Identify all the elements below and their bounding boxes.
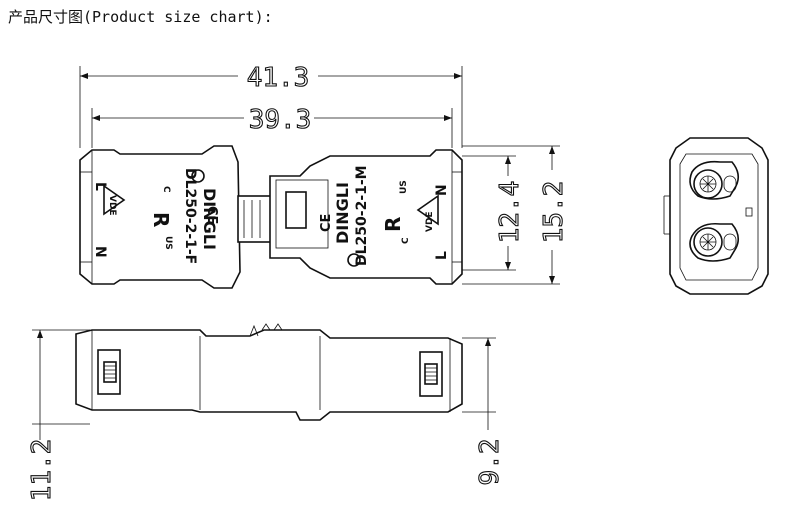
polarization-key xyxy=(745,207,753,217)
end-view xyxy=(663,137,769,295)
ul-mark: R xyxy=(149,212,173,227)
us-mark: US xyxy=(163,236,173,250)
dingli-logo-icon xyxy=(347,253,361,267)
pin-label-l: L xyxy=(434,251,450,260)
contact-cavity xyxy=(689,222,740,262)
latch-slot xyxy=(285,191,307,229)
dim-body-length: 39.3 xyxy=(249,105,312,135)
dim-overall-length: 41.3 xyxy=(247,63,310,93)
c-mark: C xyxy=(401,237,411,244)
dim-inner-height: 12.4 xyxy=(495,181,525,244)
dingli-logo-icon xyxy=(191,169,205,183)
c-mark: C xyxy=(161,186,171,193)
side-view-housing xyxy=(75,329,463,421)
model-male: DL250-2-1-M xyxy=(354,165,370,266)
top-view: L N VDE DL250-2-1-F DINGLI CE R C US L N… xyxy=(79,62,570,289)
pin-label-l: L xyxy=(92,182,108,191)
brand-female: DINGLI xyxy=(200,188,219,250)
dim-side-left-height: 11.2 xyxy=(27,439,57,502)
pin-n-contact xyxy=(693,227,723,257)
brand-male: DINGLI xyxy=(333,182,352,244)
pin-l-contact xyxy=(693,169,723,199)
vde-mark: VDE xyxy=(107,195,117,216)
latch-window-right xyxy=(419,351,443,397)
dim-side-right-height: 9.2 xyxy=(475,439,505,486)
vde-triangle xyxy=(416,194,439,226)
dim-outer-height: 15.2 xyxy=(539,181,569,244)
latch-window-left xyxy=(97,349,121,395)
us-mark: US xyxy=(399,180,409,194)
male-housing xyxy=(269,149,463,285)
pin-label-n: N xyxy=(92,246,108,258)
page-title: 产品尺寸图(Product size chart): xyxy=(8,8,273,26)
latch-window xyxy=(275,179,329,249)
pin-label-n: N xyxy=(434,184,450,196)
vde-triangle xyxy=(103,184,126,216)
model-female: DL250-2-1-F xyxy=(182,168,198,264)
ul-mark: R xyxy=(381,217,405,232)
side-view: 11.2 9.2 xyxy=(26,323,506,502)
ce-mark: CE xyxy=(319,214,334,232)
ce-mark: CE xyxy=(204,206,219,224)
vde-mark: VDE xyxy=(425,211,435,232)
